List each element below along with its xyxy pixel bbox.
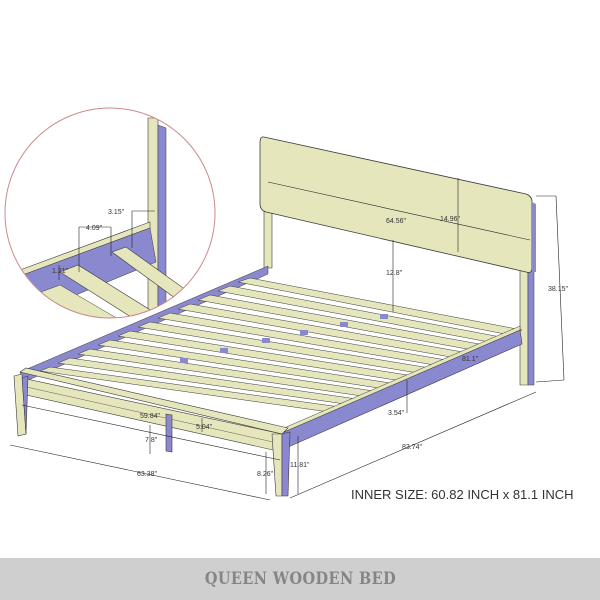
inner-size-caption: INNER SIZE: 60.82 INCH x 81.1 INCH — [351, 487, 574, 502]
headboard-width-label: 64.56" — [386, 218, 407, 225]
total-width-label: 63.38" — [137, 471, 158, 478]
legs — [13, 373, 291, 497]
detail-zoom-circle: 3.15" 4.09" 1.21" — [4, 107, 216, 319]
rail-height-label: 3.54" — [388, 410, 405, 417]
total-height-label: 38.15" — [548, 286, 569, 293]
detail-slat-width-label: 4.09" — [86, 225, 103, 232]
dimension-lines — [9, 178, 565, 501]
headboard-height-label: 14.96" — [440, 216, 461, 223]
frame-height-label: 11.81" — [290, 462, 310, 469]
center-support — [180, 314, 388, 363]
slats — [39, 277, 523, 416]
footboard-rail-height-label: 5.04" — [196, 424, 213, 431]
bed-drawing: 3.15" 4.09" 1.21" — [4, 107, 569, 501]
product-title: QUEEN WOODEN BED — [204, 569, 396, 589]
title-banner: QUEEN WOODEN BED — [0, 558, 600, 600]
footboard-inner-width-label: 59.84" — [140, 413, 161, 420]
center-leg-height-label: 7.8" — [145, 437, 158, 444]
side-rail-length-label: 81.1" — [462, 356, 479, 363]
detail-slat-gap-label: 3.15" — [108, 209, 125, 216]
total-length-label: 83.74" — [402, 444, 423, 451]
headboard-clearance-label: 12.8" — [386, 270, 403, 277]
leg-clearance-label: 8.26" — [257, 471, 274, 478]
detail-slat-thickness-label: 1.21" — [52, 268, 69, 275]
footboard-rail — [19, 367, 289, 435]
headboard — [259, 136, 536, 386]
